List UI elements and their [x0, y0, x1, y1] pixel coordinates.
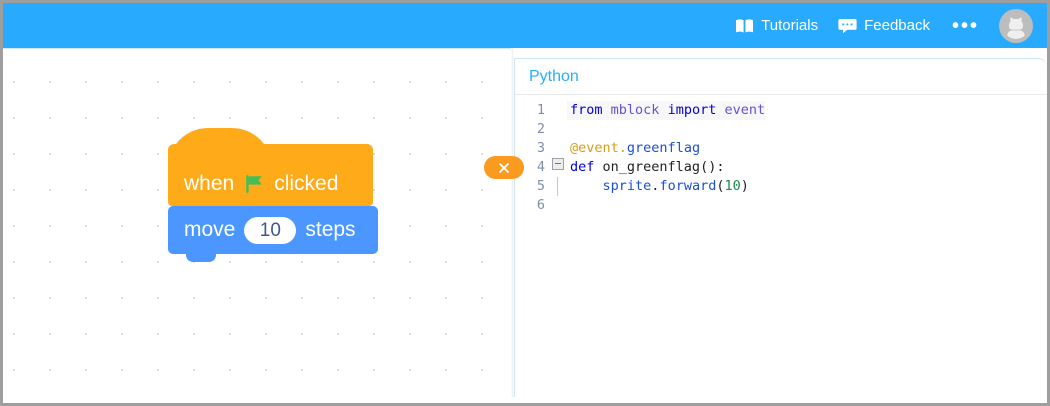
code-token: sprite	[602, 178, 652, 194]
tutorials-button[interactable]: Tutorials	[735, 17, 818, 34]
code-token: ():	[700, 159, 725, 175]
code-line[interactable]: 3 @event.greenflag	[515, 139, 1047, 158]
more-dots-icon[interactable]: •••	[951, 14, 979, 37]
code-token: @event	[570, 140, 619, 156]
code-text: sprite.forward(10)	[567, 177, 749, 196]
code-token: greenflag	[626, 140, 701, 156]
close-x-icon	[499, 162, 509, 173]
code-text	[567, 120, 578, 139]
code-line[interactable]: 6	[515, 196, 1047, 215]
speech-bubble-icon	[838, 18, 857, 34]
move-label: move	[184, 218, 236, 241]
code-token	[716, 102, 724, 118]
move-steps-block[interactable]: move 10 steps	[168, 206, 378, 262]
code-token	[603, 102, 611, 118]
block-notch	[186, 253, 216, 262]
book-icon	[735, 18, 754, 34]
python-code-panel: Python 1 from mblock import event 2 3 @even…	[514, 58, 1047, 403]
code-text: def on_greenflag():	[567, 158, 724, 177]
line-number: 5	[536, 178, 545, 194]
code-token: import	[667, 102, 717, 118]
code-token: 10	[724, 178, 741, 194]
collapse-fold-icon[interactable]	[552, 158, 564, 170]
line-number: 3	[536, 140, 545, 156]
close-code-panel-button[interactable]	[484, 156, 524, 179]
panel-divider	[511, 48, 514, 403]
blocks-workspace-canvas[interactable]: when clicked move 10 steps	[3, 48, 514, 403]
code-token	[659, 102, 667, 118]
tutorials-label: Tutorials	[761, 17, 819, 34]
line-number: 4	[536, 159, 545, 175]
clicked-label: clicked	[274, 172, 339, 195]
code-token	[570, 178, 603, 194]
code-panel-title: Python	[515, 59, 1047, 95]
code-text	[567, 196, 578, 215]
user-avatar-icon[interactable]	[999, 8, 1033, 43]
code-token	[594, 159, 602, 175]
code-text: from mblock import event	[567, 101, 766, 120]
code-token: .	[651, 178, 660, 194]
block-stack[interactable]: when clicked move 10 steps	[168, 128, 378, 262]
line-number: 2	[536, 121, 545, 137]
code-token: )	[740, 178, 749, 194]
when-label: when	[184, 172, 235, 195]
green-flag-icon	[242, 172, 266, 196]
code-token: (	[716, 178, 725, 194]
code-token: .	[618, 140, 627, 156]
indent-guide	[557, 177, 558, 196]
code-token: event	[724, 102, 766, 118]
top-header-bar: Tutorials Feedback •••	[3, 3, 1047, 48]
code-line[interactable]: 5 sprite.forward(10)	[515, 177, 1047, 196]
code-line[interactable]: 1 from mblock import event	[515, 101, 1047, 120]
feedback-label: Feedback	[864, 17, 930, 34]
code-token: def	[570, 159, 595, 175]
code-line[interactable]: 2	[515, 120, 1047, 139]
code-token: mblock	[610, 102, 660, 118]
code-token: from	[570, 102, 603, 118]
when-green-flag-clicked-block[interactable]: when clicked	[168, 128, 373, 214]
steps-label: steps	[305, 218, 356, 241]
line-number: 1	[536, 102, 545, 118]
feedback-button[interactable]: Feedback	[838, 17, 930, 34]
bottom-strip	[3, 397, 1047, 403]
code-text: @event.greenflag	[567, 139, 700, 158]
code-token: forward	[659, 178, 717, 194]
fold-gutter[interactable]	[549, 158, 567, 170]
steps-input[interactable]: 10	[244, 216, 297, 244]
code-token: on_greenflag	[602, 159, 701, 175]
line-number: 6	[536, 197, 545, 213]
code-line[interactable]: 4 def on_greenflag():	[515, 158, 1047, 177]
